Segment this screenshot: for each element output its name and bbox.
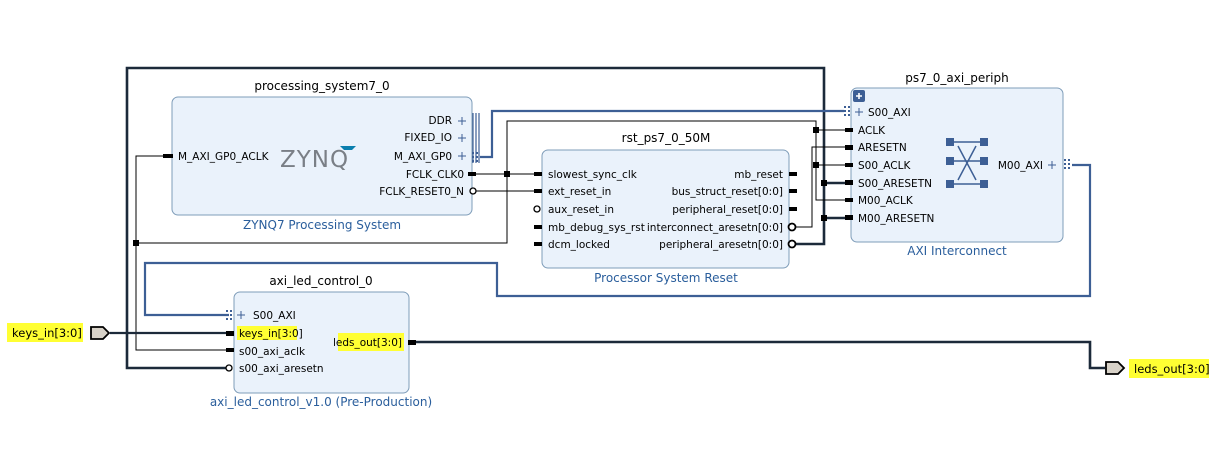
highlight	[7, 323, 83, 342]
port-slowest-sync-clk[interactable]: slowest_sync_clk	[548, 169, 638, 181]
port-pin[interactable]	[468, 172, 476, 176]
highlight	[1129, 359, 1209, 378]
port-aclk[interactable]: ACLK	[858, 125, 886, 137]
external-output-port[interactable]: leds_out[3:0]	[1105, 359, 1210, 378]
port-m00-aclk[interactable]: M00_ACLK	[858, 195, 914, 207]
crossbar-icon	[946, 138, 988, 188]
port-s00-axi-aresetn[interactable]: s00_axi_aresetn	[239, 363, 324, 375]
block-axi-led-control[interactable]: axi_led_control_0 axi_led_control_v1.0 (…	[210, 274, 432, 409]
port-mb-debug-sys-rst[interactable]: mb_debug_sys_rst	[548, 222, 645, 234]
port-ext-reset-in[interactable]: ext_reset_in	[548, 186, 611, 198]
port-pin[interactable]	[408, 340, 416, 345]
block-instance-name: ps7_0_axi_periph	[905, 71, 1008, 85]
net-m-axi-gp0[interactable]	[480, 109, 844, 159]
port-s00-aclk[interactable]: S00_ACLK	[858, 160, 911, 172]
block-processing-system7[interactable]: processing_system7_0 ZYNQ7 Processing Sy…	[163, 79, 480, 232]
port-s00-axi[interactable]: S00_AXI	[868, 107, 911, 119]
expand-icon[interactable]	[853, 90, 865, 102]
plus-icon	[237, 311, 245, 319]
net-interconnect-aresetn[interactable]	[792, 146, 846, 228]
plus-icon	[855, 108, 863, 116]
block-subtitle: ZYNQ7 Processing System	[243, 218, 401, 232]
port-keys-in[interactable]: keys_in[3:0]	[239, 328, 303, 340]
output-port-arrow-icon	[1105, 361, 1126, 375]
interface-dots-icon	[844, 106, 850, 116]
left-port-pins	[226, 331, 234, 352]
port-s00-axi-aclk[interactable]: s00_axi_aclk	[239, 346, 306, 358]
block-subtitle: Processor System Reset	[594, 271, 738, 285]
left-port-pins	[845, 128, 853, 220]
zynq-logo-text: ZYNQ	[280, 147, 349, 173]
left-port-pins	[534, 172, 542, 246]
zynq-logo-swoosh	[340, 146, 356, 150]
external-port-leds-out[interactable]: leds_out[3:0]	[1134, 362, 1210, 376]
net-fclk-clk0-led[interactable]	[135, 243, 229, 351]
plus-icon	[458, 117, 466, 125]
net-m00-axi[interactable]	[143, 163, 1092, 317]
port-m-axi-gp0-aclk[interactable]: M_AXI_GP0_ACLK	[178, 151, 270, 163]
port-bus-struct-reset[interactable]: bus_struct_reset[0:0]	[672, 186, 783, 198]
port-fixed-io[interactable]: FIXED_IO	[404, 132, 452, 144]
port-leds-out[interactable]: leds_out[3:0]	[333, 337, 402, 349]
port-peripheral-aresetn[interactable]: peripheral_aresetn[0:0]	[659, 239, 783, 251]
port-fclk-reset0-n[interactable]: FCLK_RESET0_N	[379, 186, 464, 198]
interface-bus-icon	[472, 113, 480, 163]
block-axi-interconnect[interactable]: ps7_0_axi_periph AXI Interconnect S00_AX…	[844, 71, 1070, 258]
port-aresetn[interactable]: ARESETN	[858, 142, 907, 154]
port-dcm-locked[interactable]: dcm_locked	[548, 239, 610, 251]
highlight	[338, 333, 404, 351]
port-pin-active-low[interactable]	[469, 187, 477, 195]
port-s00-axi[interactable]: S00_AXI	[253, 310, 296, 322]
port-pin-active-low[interactable]	[533, 205, 541, 213]
net-fclk-clk0-up[interactable]	[506, 120, 846, 201]
plus-icon	[458, 152, 466, 160]
port-fclk-clk0[interactable]: FCLK_CLK0	[406, 169, 464, 181]
port-peripheral-reset[interactable]: peripheral_reset[0:0]	[672, 204, 783, 216]
interface-dots-icon	[472, 152, 478, 162]
right-port-pins	[789, 172, 797, 211]
highlight	[237, 326, 297, 340]
port-pin-active-low[interactable]	[225, 364, 233, 372]
interface-dots-icon	[1064, 159, 1070, 169]
block-instance-name: axi_led_control_0	[269, 274, 372, 288]
port-m00-axi[interactable]: M00_AXI	[998, 160, 1043, 172]
plus-icon	[1048, 161, 1056, 169]
net-leds-out[interactable]	[410, 340, 1105, 370]
port-m00-aresetn[interactable]: M00_ARESETN	[858, 213, 934, 225]
interface-dots-icon	[226, 310, 232, 320]
net-junctions	[133, 127, 827, 246]
port-ddr[interactable]: DDR	[429, 115, 452, 127]
block-subtitle: AXI Interconnect	[907, 244, 1007, 258]
block-instance-name: rst_ps7_0_50M	[622, 131, 711, 145]
port-m-axi-gp0[interactable]: M_AXI_GP0	[394, 151, 452, 163]
port-interconnect-aresetn[interactable]: interconnect_aresetn[0:0]	[647, 222, 783, 234]
external-port-keys-in[interactable]: keys_in[3:0]	[12, 326, 82, 340]
port-aux-reset-in[interactable]: aux_reset_in	[548, 204, 614, 216]
block-subtitle: axi_led_control_v1.0 (Pre-Production)	[210, 395, 432, 409]
block-instance-name: processing_system7_0	[254, 79, 389, 93]
port-pin[interactable]	[163, 154, 173, 158]
block-rst-ps7-0-50m[interactable]: rst_ps7_0_50M Processor System Reset slo…	[533, 131, 797, 285]
external-input-port[interactable]: keys_in[3:0]	[7, 323, 111, 342]
plus-icon-group	[458, 117, 466, 160]
plus-icon	[458, 134, 466, 142]
port-pin-active-low[interactable]	[787, 222, 797, 232]
input-port-arrow-icon	[90, 326, 111, 340]
net-peripheral-aresetn[interactable]	[125, 66, 826, 370]
port-s00-aresetn[interactable]: S00_ARESETN	[858, 178, 932, 190]
zynq-logo: ZYNQ	[280, 146, 356, 173]
port-mb-reset[interactable]: mb_reset	[734, 169, 783, 181]
port-pin-active-low[interactable]	[787, 239, 797, 249]
